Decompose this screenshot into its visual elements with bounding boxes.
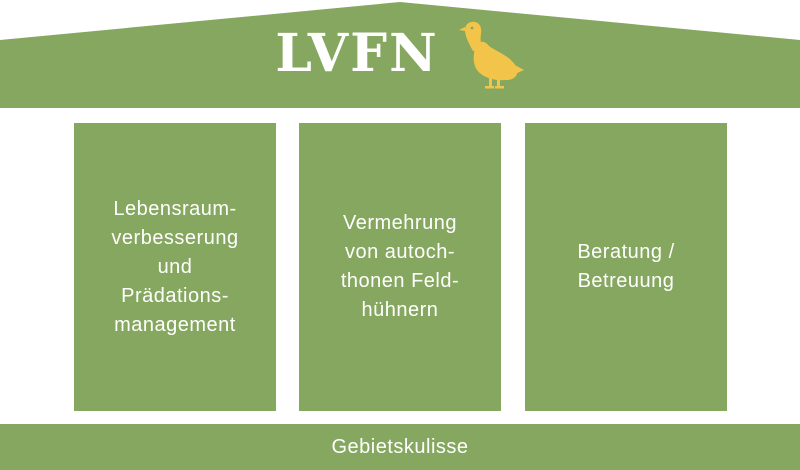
roof-shape	[0, 2, 800, 108]
logo-title: LVFN	[275, 23, 439, 84]
pillar-label: Beratung / Betreuung	[577, 241, 675, 292]
partridge-icon	[458, 21, 524, 89]
roof	[0, 0, 800, 110]
base-label: Gebietskulisse	[331, 435, 469, 458]
pillar-consulting: Beratung / Betreuung	[525, 123, 727, 411]
logo: LVFN	[0, 14, 800, 94]
pillar-breeding: Vermehrung von autoch- thonen Feld- hühn…	[299, 123, 501, 411]
pillar-habitat: Lebensraum- verbesserung und Prädations-…	[74, 123, 276, 411]
base-foundation: Gebietskulisse	[0, 424, 800, 470]
pillar-label: Lebensraum- verbesserung und Prädations-…	[111, 197, 239, 336]
pillar-label: Vermehrung von autoch- thonen Feld- hühn…	[340, 212, 460, 321]
